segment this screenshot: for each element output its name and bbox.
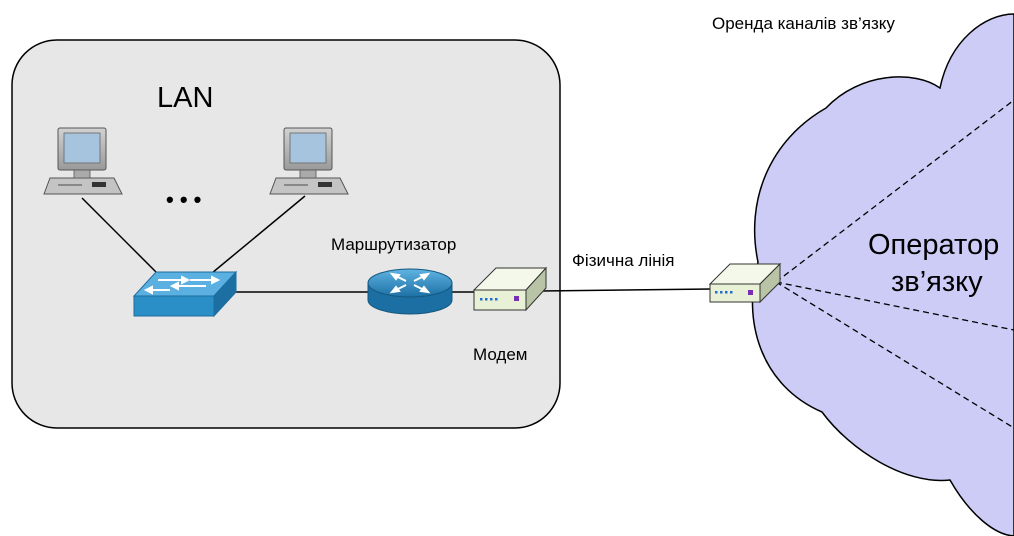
lease-label: Оренда каналів зв’язку — [712, 14, 895, 33]
virtual-channel-lines — [775, 99, 1014, 429]
link-pc1-switch — [81, 197, 163, 279]
connections — [81, 195, 713, 293]
lan-label: LAN — [157, 82, 213, 114]
switch-icon — [132, 270, 238, 318]
operator-label-line1: Оператор — [868, 229, 999, 261]
router-icon — [367, 268, 453, 315]
computer-icon — [269, 127, 349, 195]
computer-icon — [43, 127, 123, 195]
dashed-channel-3 — [775, 281, 1014, 429]
modem-icon — [472, 266, 548, 312]
lan-box — [11, 39, 561, 429]
modem-icon — [708, 262, 782, 304]
operator-label-line2: зв’язку — [891, 266, 983, 298]
cloud-shape — [751, 13, 1014, 536]
dashed-channel-2 — [775, 281, 1014, 331]
physical-line-label: Фізична лінія — [572, 251, 674, 270]
modem-label: Модем — [473, 345, 528, 364]
link-pc2-switch — [205, 195, 306, 279]
operator-cloud — [751, 13, 1014, 536]
physical-line — [539, 288, 713, 292]
ellipsis-label: • • • — [166, 187, 201, 212]
router-label: Маршрутизатор — [331, 235, 456, 254]
